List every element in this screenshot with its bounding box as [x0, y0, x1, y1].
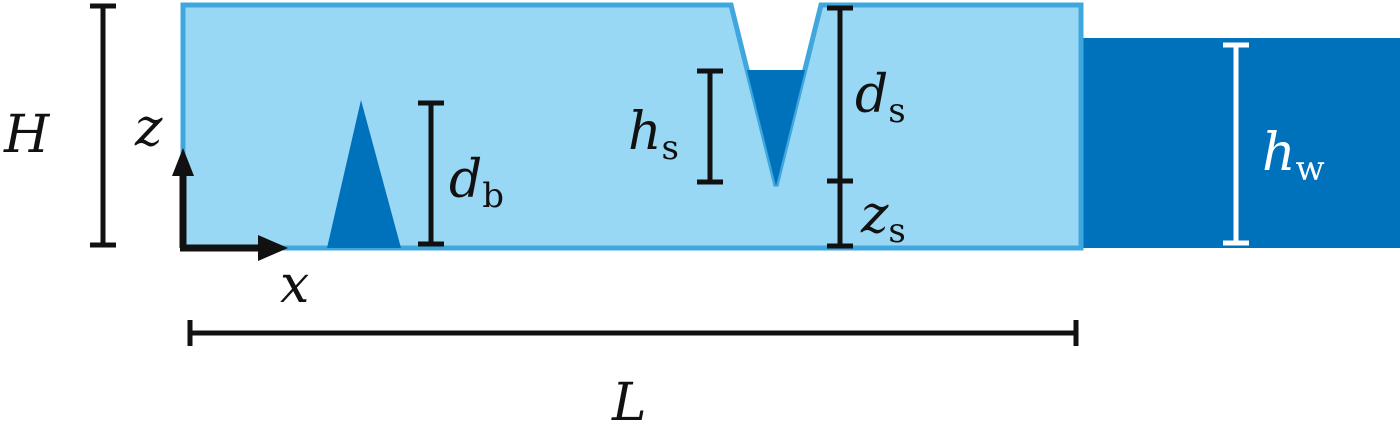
- label-H: H: [3, 105, 51, 165]
- basal-crevasse-depth-dimension: [418, 100, 444, 247]
- surface-crevasse-water: [747, 70, 805, 186]
- height-H-dimension: [90, 3, 116, 248]
- label-d-s: ds: [855, 65, 906, 131]
- x-axis-arrowhead: [258, 235, 288, 261]
- ocean-water: [1083, 38, 1400, 248]
- basal-crevasse: [327, 100, 401, 248]
- z-axis-arrowhead: [172, 148, 194, 176]
- label-L: L: [611, 373, 647, 430]
- label-x: x: [280, 255, 309, 315]
- label-h-w: hw: [1262, 123, 1325, 189]
- surface-crevasse-depth-dimension: [827, 5, 853, 249]
- label-z: z: [134, 98, 163, 158]
- label-d-b: db: [449, 150, 504, 216]
- label-z-s: zs: [860, 185, 906, 251]
- axes: [172, 148, 288, 261]
- surface-crevasse-water-height-dimension: [697, 68, 723, 185]
- label-h-s: hs: [628, 102, 679, 168]
- length-L-dimension: [187, 320, 1079, 346]
- water-depth-dimension: [1223, 42, 1249, 246]
